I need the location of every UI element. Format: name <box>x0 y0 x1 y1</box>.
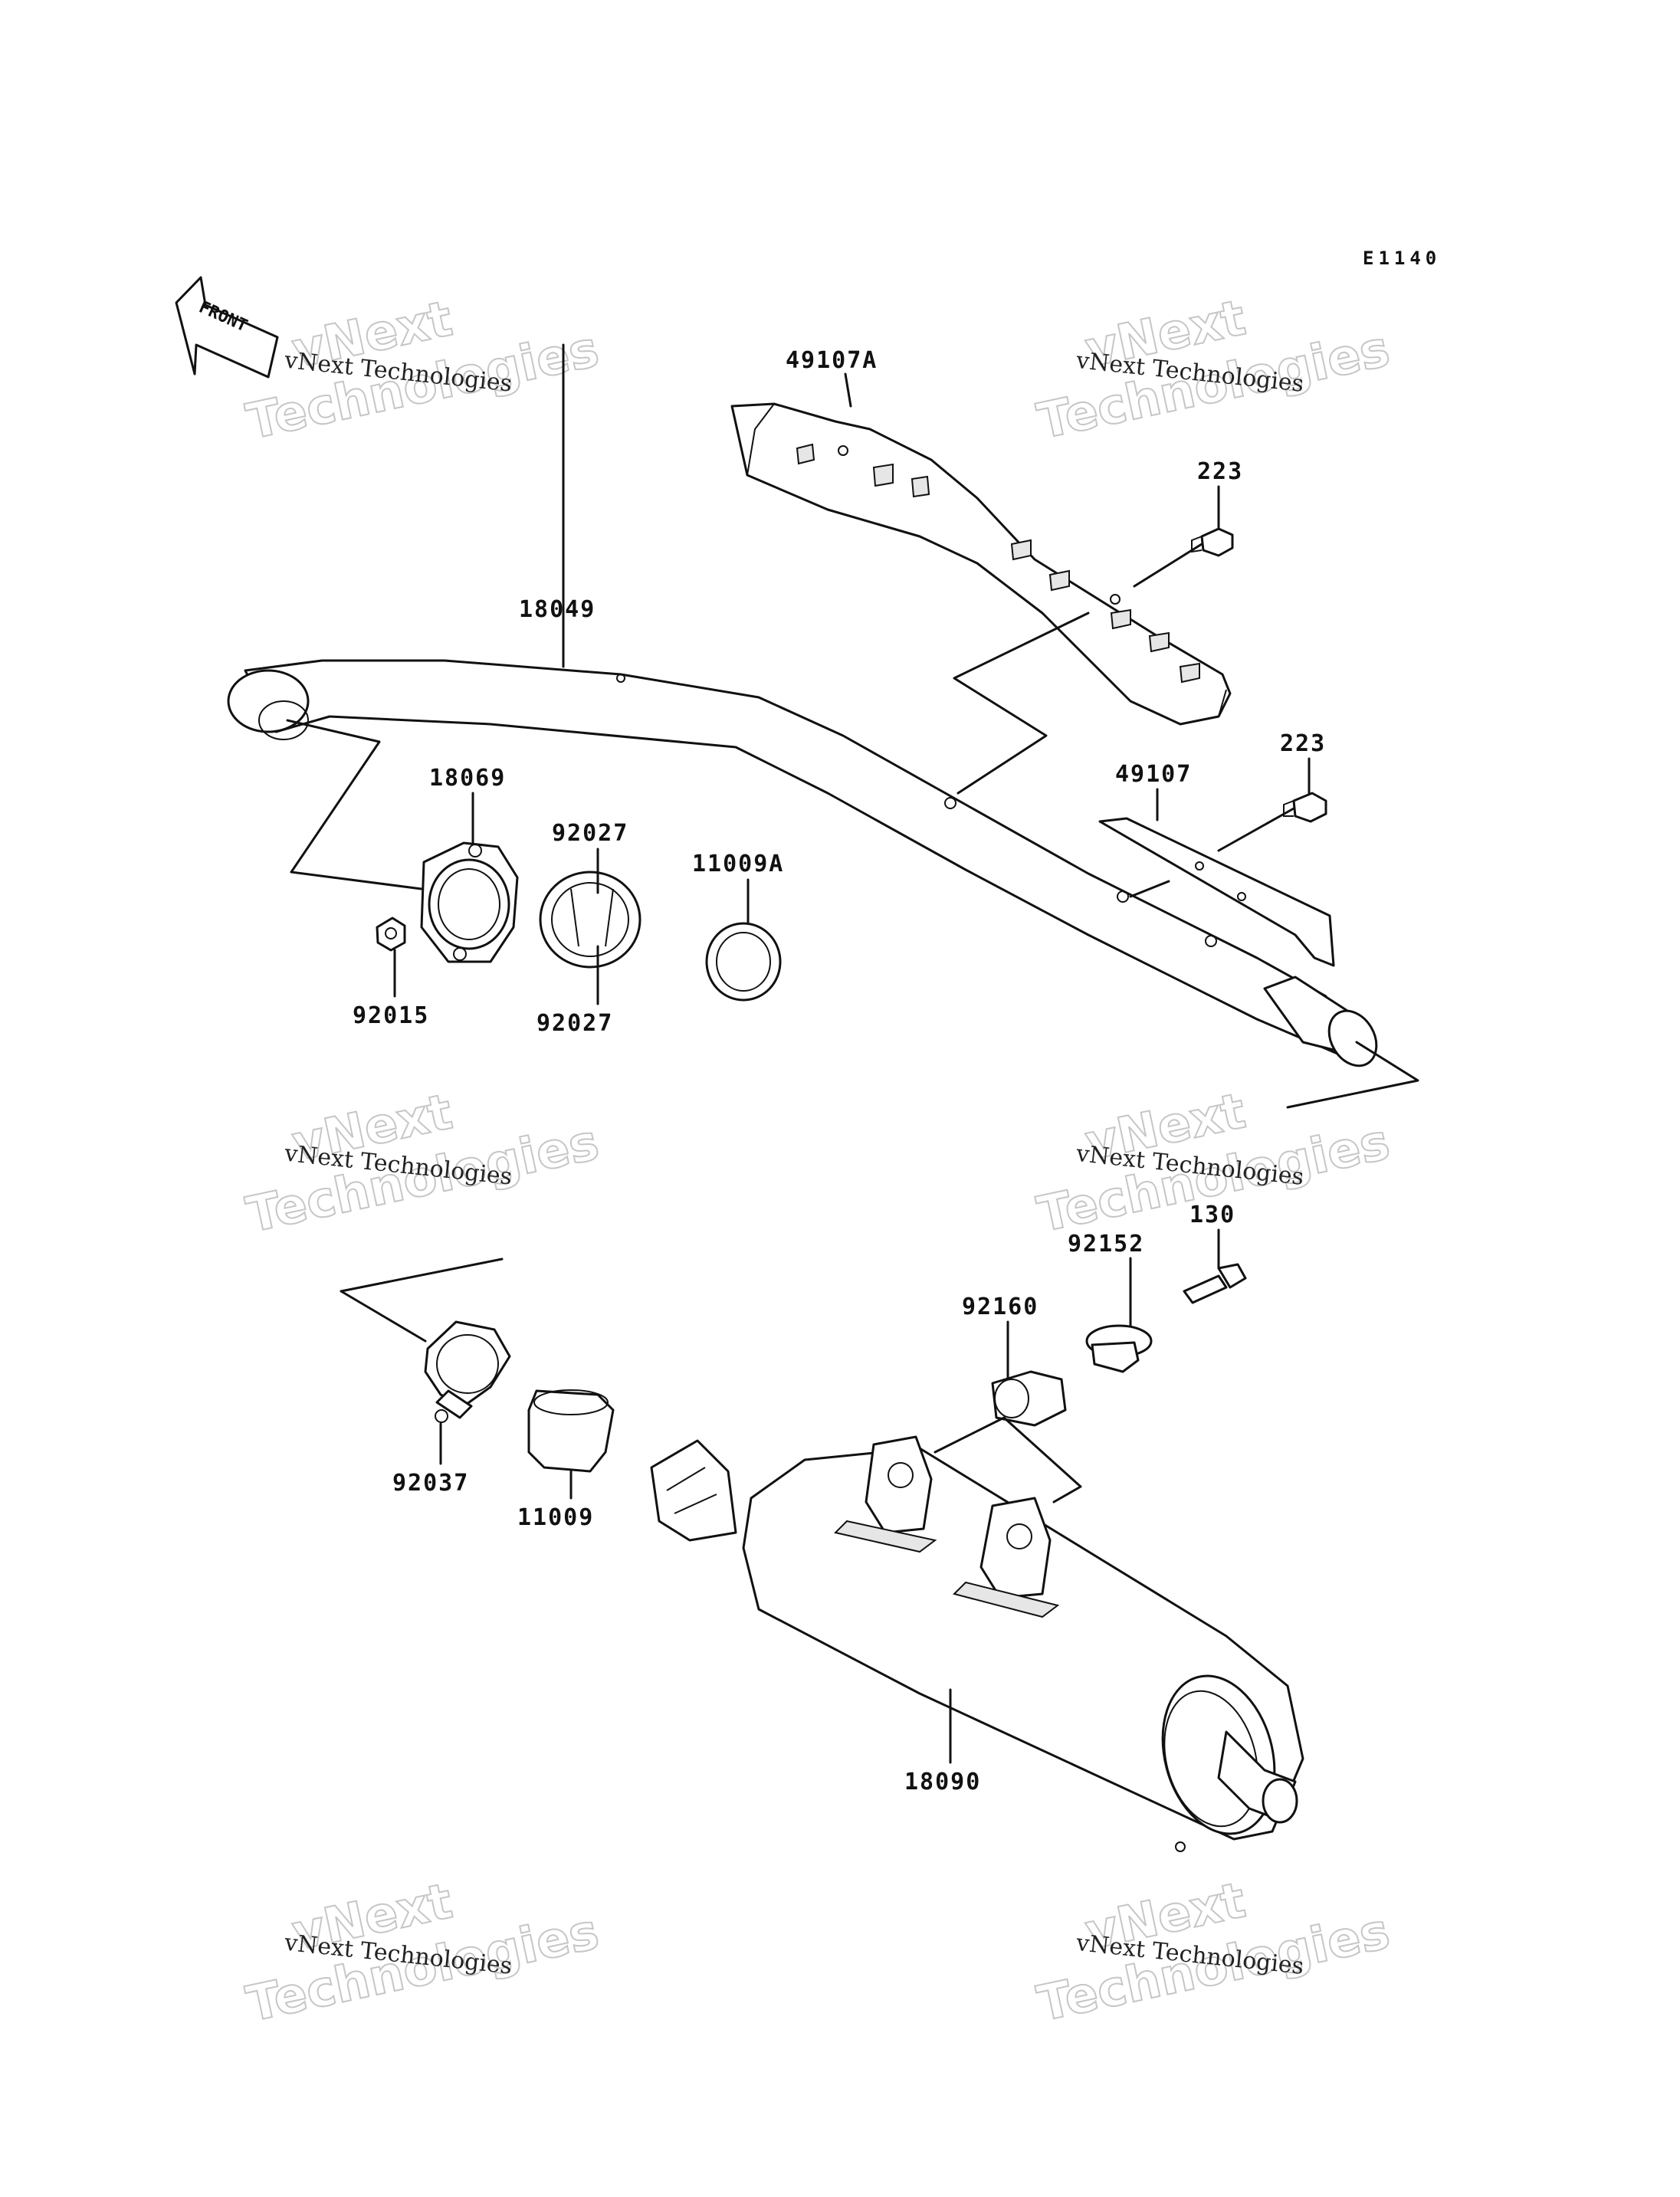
gasket-11009A <box>705 922 782 1002</box>
part-label-92027-upper: 92027 <box>552 820 628 847</box>
bolt-130 <box>1183 1263 1247 1304</box>
part-label-18090: 18090 <box>904 1769 981 1795</box>
watermark-2: vNext Technologies vNext Technologies <box>1032 289 1396 451</box>
bolt-223-upper <box>1191 527 1234 557</box>
part-label-49107: 49107 <box>1115 761 1192 788</box>
heat-guard-49107A <box>730 402 1232 726</box>
part-label-18049: 18049 <box>519 596 596 623</box>
part-labels: 49107A 223 18049 223 49107 18069 92027 1… <box>353 347 1326 1795</box>
gasket-92027 <box>539 871 641 969</box>
nut-92015 <box>376 917 406 952</box>
bolt-223-lower <box>1283 792 1327 823</box>
collar-92152 <box>1085 1324 1153 1373</box>
part-label-223-lower: 223 <box>1280 730 1326 757</box>
part-label-11009A: 11009A <box>692 851 784 877</box>
watermark-5: vNext Technologies vNext Technologies <box>241 1872 605 2034</box>
part-label-130: 130 <box>1189 1202 1235 1228</box>
diagram-code: E1140 <box>1363 248 1441 269</box>
part-label-18069: 18069 <box>429 765 506 792</box>
part-label-92015: 92015 <box>353 1002 429 1029</box>
flange-18069 <box>420 841 519 963</box>
part-label-92160: 92160 <box>962 1294 1039 1320</box>
part-label-92027-lower: 92027 <box>536 1010 613 1037</box>
part-label-92037: 92037 <box>392 1470 469 1497</box>
part-label-11009: 11009 <box>517 1504 594 1531</box>
watermark-6: vNext Technologies vNext Technologies <box>1032 1871 1396 2034</box>
grommet-92160 <box>991 1370 1067 1427</box>
clamp-92037 <box>424 1320 511 1423</box>
part-label-92152: 92152 <box>1068 1231 1144 1258</box>
gasket-11009 <box>527 1389 615 1473</box>
watermark-3: vNext Technologies vNext Technologies <box>241 1083 605 1244</box>
watermark-1: vNext Technologies vNext Technologies <box>241 290 605 451</box>
exhaust-pipe-18049 <box>227 659 1378 1067</box>
part-label-223-upper: 223 <box>1197 458 1243 485</box>
muffler-18090 <box>650 1435 1304 1852</box>
leader-lines <box>286 343 1419 1764</box>
heat-guard-49107 <box>1098 817 1335 967</box>
front-arrow-icon: FRONT <box>175 276 279 379</box>
part-label-49107A: 49107A <box>786 347 878 374</box>
